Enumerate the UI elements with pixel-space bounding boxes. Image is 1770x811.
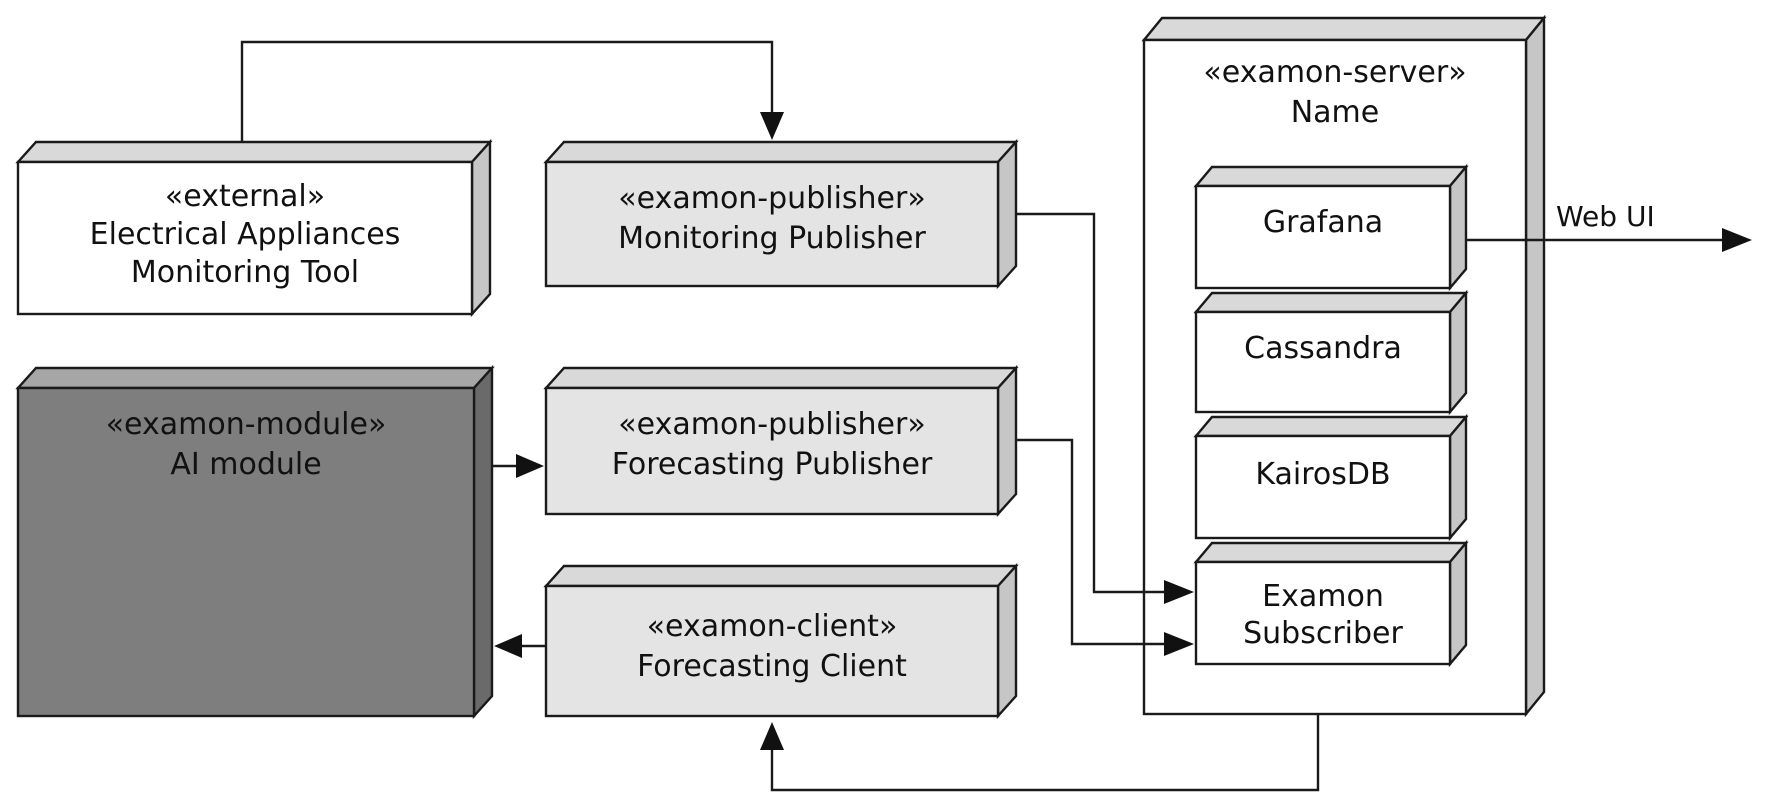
external-name-line1: Electrical Appliances: [90, 217, 401, 252]
edge-server-to-forecasting-client: [760, 714, 1320, 792]
server-node-top: [1141, 16, 1547, 42]
arrowhead-forecasting-publisher: [516, 454, 544, 478]
edge-forecasting-publisher-to-subscriber: [1016, 438, 1194, 656]
edge-monitoring-publisher-to-subscriber: [1016, 212, 1194, 604]
forecasting-client-name: Forecasting Client: [637, 649, 907, 684]
grafana-label: Grafana: [1263, 205, 1383, 240]
monitoring-publisher-name: Monitoring Publisher: [618, 221, 926, 256]
forecasting-client-node[interactable]: «examon-client» Forecasting Client: [543, 562, 1019, 720]
cassandra-label: Cassandra: [1244, 331, 1402, 366]
grafana-component[interactable]: Grafana: [1193, 163, 1469, 292]
external-stereotype: «external»: [165, 179, 325, 214]
external-tool-node[interactable]: «external» Electrical Appliances Monitor…: [15, 138, 493, 318]
ai-module-node[interactable]: «examon-module» AI module: [15, 364, 495, 720]
edge-forecasting-client-to-ai-module: [494, 634, 546, 658]
external-name-line2: Monitoring Tool: [131, 255, 359, 290]
server-stereotype: «examon-server»: [1203, 55, 1466, 90]
arrowhead-forecasting-client: [760, 722, 784, 750]
monitoring-publisher-node[interactable]: «examon-publisher» Monitoring Publisher: [543, 138, 1019, 290]
web-ui-label: Web UI: [1556, 200, 1655, 233]
kairosdb-label: KairosDB: [1255, 457, 1390, 492]
subscriber-label-line2: Subscriber: [1243, 616, 1403, 651]
forecasting-publisher-node[interactable]: «examon-publisher» Forecasting Publisher: [543, 364, 1019, 518]
kairosdb-component[interactable]: KairosDB: [1193, 413, 1469, 542]
forecasting-client-stereotype: «examon-client»: [647, 609, 898, 644]
subscriber-label-line1: Examon: [1262, 579, 1384, 614]
edge-external-to-monitoring-publisher: [240, 40, 784, 142]
examon-subscriber-component[interactable]: Examon Subscriber: [1193, 539, 1469, 668]
monitoring-publisher-stereotype: «examon-publisher»: [618, 181, 925, 216]
edge-ai-module-to-forecasting-publisher: [492, 454, 544, 478]
edge-grafana-web-ui: Web UI: [1466, 200, 1752, 252]
ai-module-stereotype: «examon-module»: [106, 407, 387, 442]
server-node-side: [1524, 14, 1546, 718]
arrowhead-subscriber-2: [1164, 632, 1194, 656]
arrowhead-subscriber-1: [1164, 580, 1194, 604]
arrowhead-web-ui: [1722, 228, 1752, 252]
arrowhead-monitoring-publisher: [760, 112, 784, 140]
cassandra-component[interactable]: Cassandra: [1193, 289, 1469, 416]
ai-module-name: AI module: [170, 447, 321, 482]
server-name: Name: [1291, 95, 1380, 130]
forecasting-publisher-stereotype: «examon-publisher»: [618, 407, 925, 442]
forecasting-publisher-name: Forecasting Publisher: [612, 447, 933, 482]
arrowhead-ai-module: [494, 634, 522, 658]
